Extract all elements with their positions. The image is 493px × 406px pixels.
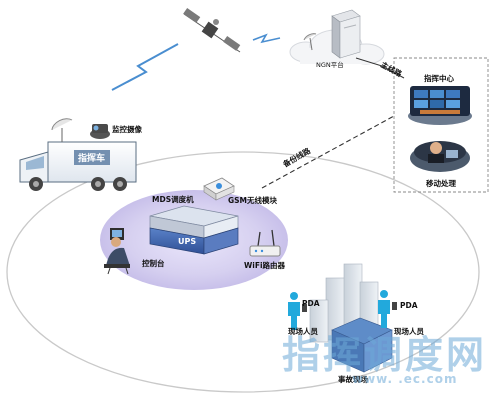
field-staff-left: [288, 292, 307, 330]
satellite: [183, 7, 241, 53]
command-center-label: 指挥中心: [424, 74, 454, 83]
pda-right-label: PDA: [400, 301, 418, 310]
field-staff-right: [378, 290, 397, 328]
mobile-processing-label: 移动处理: [426, 179, 456, 188]
command-vehicle-label: 指挥车: [78, 154, 106, 164]
console-operator: [104, 228, 130, 275]
command-center-image: [408, 86, 472, 125]
ngn-cloud: [289, 29, 385, 65]
ngn-dish: [303, 33, 317, 51]
main-line-link: [355, 57, 405, 79]
console-label: 控制台: [142, 259, 165, 268]
ups-label: UPS: [178, 237, 197, 246]
watermark-text: 指挥调度网: [282, 333, 488, 377]
field-staff-left-label: 现场人员: [288, 327, 318, 336]
ups-unit: [149, 227, 239, 255]
watermark-subtext: www. .ec.com: [352, 372, 458, 386]
backup-line-link: [261, 115, 395, 189]
wireless-link-truck-satellite: [111, 43, 179, 91]
mds-dispatcher-label: MDS调度机: [152, 195, 194, 204]
accident-scene-label: 事故现场: [338, 375, 368, 384]
coverage-ellipse: [6, 151, 480, 393]
mds-dispatcher: [149, 205, 239, 239]
accident-scene-buildings: [309, 263, 393, 373]
monitor-camera-label: 监控摄像: [112, 125, 142, 134]
gsm-module-label: GSM无线模块: [228, 196, 278, 205]
wifi-router-label: WiFi路由器: [244, 261, 286, 270]
ngn-platform-label: NGN平台: [316, 61, 344, 69]
ngn-server: [331, 9, 361, 59]
vehicle-satellite-dish: [51, 118, 73, 142]
field-staff-right-label: 现场人员: [394, 327, 424, 336]
wifi-router: [249, 229, 281, 257]
command-vehicle: [19, 141, 137, 191]
pda-left-label: PDA: [302, 299, 320, 308]
wireless-link-satellite-ngn: [252, 33, 281, 44]
mobile-processing-image: [410, 141, 470, 172]
command-center-box: [393, 57, 489, 193]
monitor-camera-image: [90, 124, 110, 139]
gsm-module: [203, 177, 235, 201]
